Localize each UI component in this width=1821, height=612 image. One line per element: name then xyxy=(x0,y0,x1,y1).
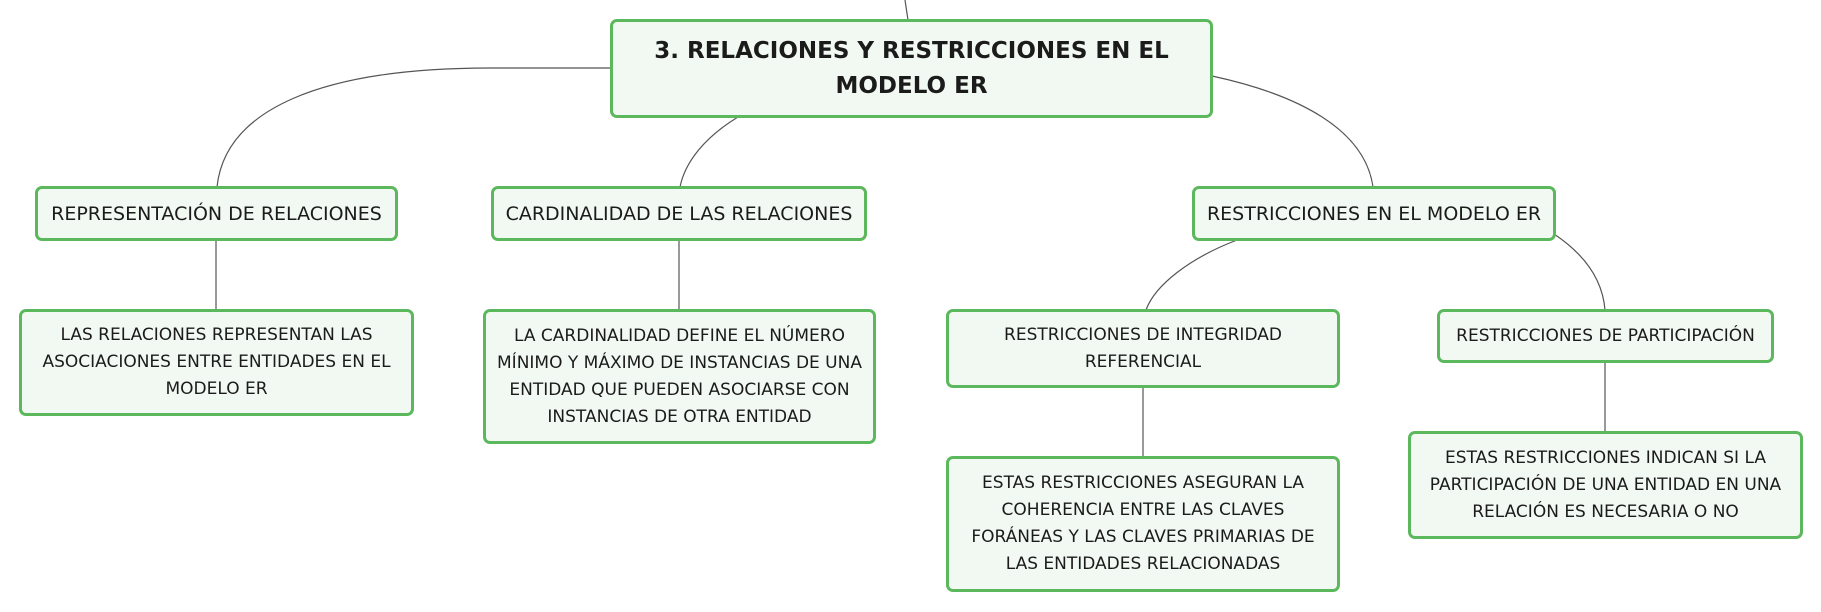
root-topic-node[interactable]: 3. RELACIONES Y RESTRICCIONES EN EL MODE… xyxy=(610,19,1213,118)
integrity-detail-node[interactable]: ESTAS RESTRICCIONES ASEGURAN LA COHERENC… xyxy=(946,456,1340,592)
cardinality-detail-text: LA CARDINALIDAD DEFINE EL NÚMERO MÍNIMO … xyxy=(497,325,862,427)
integrity-restriction-node[interactable]: RESTRICCIONES DE INTEGRIDAD REFERENCIAL xyxy=(946,309,1340,388)
representation-detail-node[interactable]: LAS RELACIONES REPRESENTAN LAS ASOCIACIO… xyxy=(19,309,414,416)
participation-restriction-label: RESTRICCIONES DE PARTICIPACIÓN xyxy=(1456,325,1755,346)
restrictions-node[interactable]: RESTRICCIONES EN EL MODELO ER xyxy=(1192,186,1556,241)
participation-restriction-node[interactable]: RESTRICCIONES DE PARTICIPACIÓN xyxy=(1437,309,1774,363)
root-topic-label: 3. RELACIONES Y RESTRICCIONES EN EL MODE… xyxy=(654,37,1169,99)
participation-detail-text: ESTAS RESTRICCIONES INDICAN SI LA PARTIC… xyxy=(1429,447,1782,522)
connector-restrictions-to-integrity xyxy=(1145,239,1238,311)
representation-label: REPRESENTACIÓN DE RELACIONES xyxy=(51,202,382,225)
participation-detail-node[interactable]: ESTAS RESTRICCIONES INDICAN SI LA PARTIC… xyxy=(1408,431,1803,539)
connector-root-to-representation xyxy=(216,67,612,188)
connector-root-to-restrictions xyxy=(1211,75,1374,188)
representation-node[interactable]: REPRESENTACIÓN DE RELACIONES xyxy=(35,186,398,241)
connector-root-to-cardinality xyxy=(679,116,739,188)
cardinality-node[interactable]: CARDINALIDAD DE LAS RELACIONES xyxy=(491,186,867,241)
cardinality-label: CARDINALIDAD DE LAS RELACIONES xyxy=(505,202,853,225)
connector-parent-to-root xyxy=(904,0,909,21)
restrictions-label: RESTRICCIONES EN EL MODELO ER xyxy=(1206,202,1542,225)
integrity-restriction-label: RESTRICCIONES DE INTEGRIDAD REFERENCIAL xyxy=(1004,324,1282,372)
cardinality-detail-node[interactable]: LA CARDINALIDAD DEFINE EL NÚMERO MÍNIMO … xyxy=(483,309,876,444)
connector-restrictions-to-participation xyxy=(1553,233,1606,311)
representation-detail-text: LAS RELACIONES REPRESENTAN LAS ASOCIACIO… xyxy=(42,325,391,399)
integrity-detail-text: ESTAS RESTRICCIONES ASEGURAN LA COHERENC… xyxy=(971,473,1315,574)
